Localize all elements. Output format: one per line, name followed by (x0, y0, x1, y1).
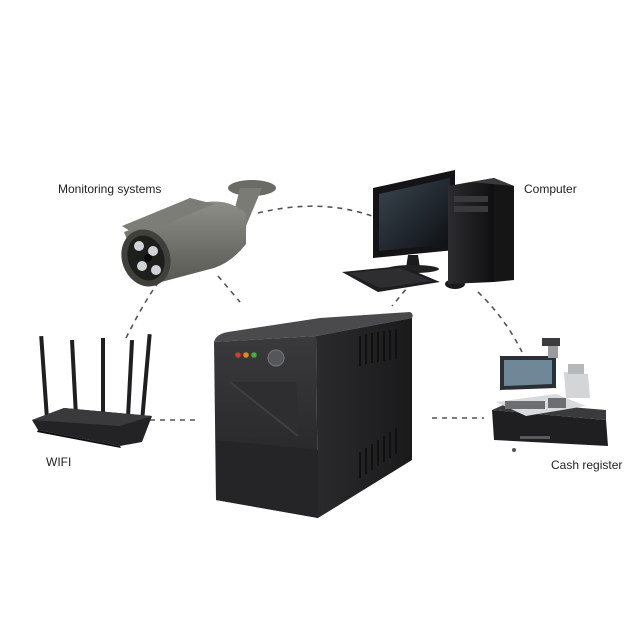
led-orange-icon (243, 352, 249, 358)
connector-camera-ups (217, 275, 241, 303)
desktop-computer-icon (342, 170, 514, 292)
monitoring-systems-label: Monitoring systems (58, 182, 162, 196)
security-camera-icon (121, 180, 276, 287)
led-green-icon (251, 352, 257, 358)
wifi-router-icon (32, 333, 152, 448)
ups-icon (214, 312, 413, 518)
cash-register-label: Cash register (551, 458, 623, 472)
wifi-label: WIFI (46, 455, 72, 469)
computer-label: Computer (524, 182, 577, 196)
cash-register-icon (492, 338, 608, 452)
connector-wifi-camera (125, 279, 161, 339)
connector-camera-computer (257, 205, 373, 217)
connector-computer-cash (477, 291, 523, 353)
led-red-icon (235, 352, 241, 358)
power-button-icon (267, 349, 285, 367)
